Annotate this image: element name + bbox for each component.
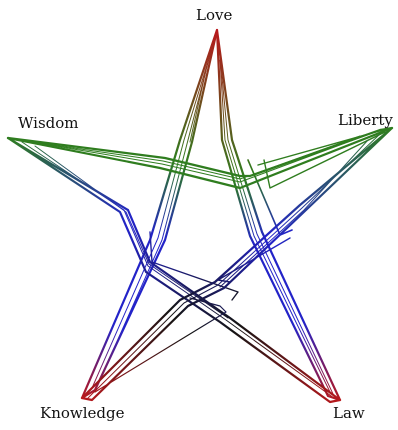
stroke-wisdom-liberty [8, 128, 392, 188]
label-liberty: Liberty [338, 111, 393, 129]
label-law: Law [333, 404, 365, 422]
label-love: Love [196, 6, 232, 24]
label-wisdom: Wisdom [18, 114, 79, 132]
stroke-love-law [217, 30, 340, 400]
label-knowledge: Knowledge [40, 404, 125, 422]
